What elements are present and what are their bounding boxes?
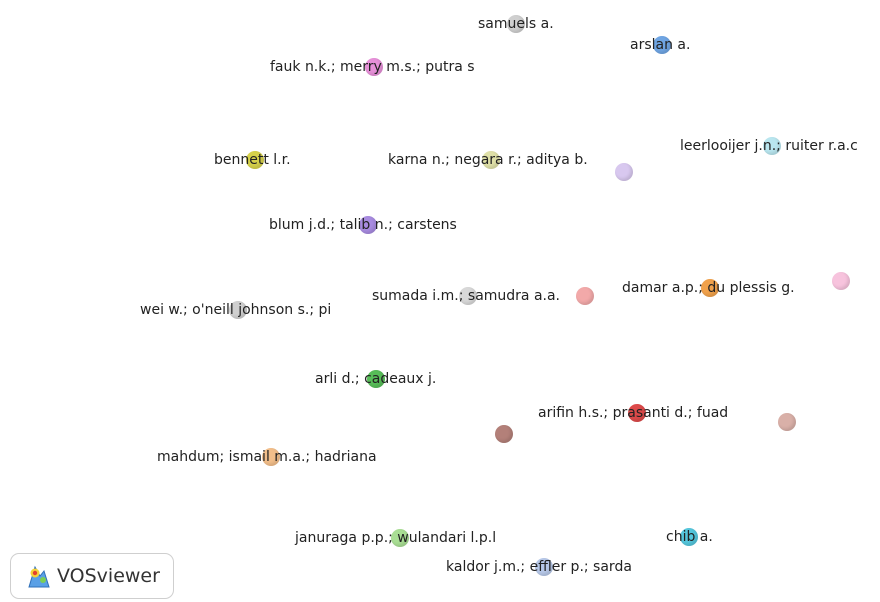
network-node[interactable]: [778, 413, 796, 431]
node-label[interactable]: arli d.; cadeaux j.: [315, 371, 437, 387]
network-node[interactable]: [680, 528, 698, 546]
network-node[interactable]: [653, 36, 671, 54]
vosviewer-logo-text: VOSviewer: [57, 565, 160, 587]
network-node[interactable]: [359, 216, 377, 234]
node-label[interactable]: arifin h.s.; prasanti d.; fuad: [538, 405, 729, 421]
node-label[interactable]: arslan a.: [630, 37, 691, 53]
vosviewer-logo-icon: [28, 565, 50, 588]
node-label[interactable]: damar a.p.; du plessis g.: [622, 280, 795, 296]
vosviewer-logo-box: VOSviewer: [10, 553, 174, 599]
network-node[interactable]: [495, 425, 513, 443]
network-node[interactable]: [576, 287, 594, 305]
network-node[interactable]: [507, 15, 525, 33]
node-label[interactable]: chib a.: [666, 529, 713, 545]
node-label[interactable]: wei w.; o'neill johnson s.; pi: [140, 302, 332, 318]
node-label[interactable]: bennett l.r.: [214, 152, 291, 168]
node-label[interactable]: mahdum; ismail m.a.; hadriana: [157, 449, 377, 465]
network-node[interactable]: [832, 272, 850, 290]
node-label[interactable]: karna n.; negara r.; aditya b.: [388, 152, 588, 168]
network-node[interactable]: [367, 370, 385, 388]
node-label[interactable]: leerlooijer j.n.; ruiter r.a.c: [680, 138, 858, 154]
node-label[interactable]: januraga p.p.; wulandari l.p.l: [295, 530, 497, 546]
network-node[interactable]: [262, 448, 280, 466]
node-label[interactable]: kaldor j.m.; effler p.; sarda: [446, 559, 632, 575]
network-node[interactable]: [459, 287, 477, 305]
network-node[interactable]: [535, 558, 553, 576]
network-node[interactable]: [229, 301, 247, 319]
network-node[interactable]: [482, 151, 500, 169]
node-label[interactable]: blum j.d.; talib n.; carstens: [269, 217, 457, 233]
network-node[interactable]: [628, 404, 646, 422]
network-node[interactable]: [246, 151, 264, 169]
node-label[interactable]: fauk n.k.; merry m.s.; putra s: [270, 59, 475, 75]
node-label[interactable]: samuels a.: [478, 16, 554, 32]
network-node[interactable]: [615, 163, 633, 181]
network-node[interactable]: [763, 137, 781, 155]
network-node[interactable]: [365, 58, 383, 76]
node-label[interactable]: sumada i.m.; samudra a.a.: [372, 288, 561, 304]
network-node[interactable]: [391, 529, 409, 547]
network-node[interactable]: [701, 279, 719, 297]
